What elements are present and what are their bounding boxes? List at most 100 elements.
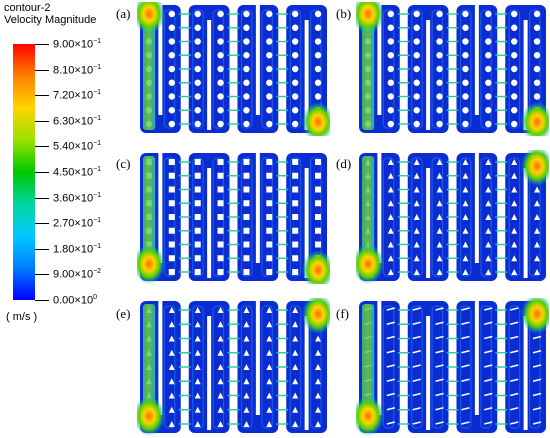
- obstacle-fin: [386, 349, 395, 354]
- obstacle-triangle: [511, 269, 518, 275]
- obstacle-fin: [532, 406, 542, 411]
- obstacle-square: [217, 200, 224, 207]
- obstacle-circle: [217, 24, 224, 31]
- obstacle-fin: [510, 392, 519, 397]
- obstacle-triangle: [462, 269, 469, 275]
- obstacle-triangle: [315, 335, 322, 342]
- obstacle-square: [243, 269, 250, 275]
- obstacle-triangle: [534, 227, 541, 234]
- obstacle-fin: [484, 421, 493, 425]
- obstacle-circle: [436, 107, 443, 114]
- flow-field-panel: [356, 2, 549, 136]
- obstacle-triangle: [462, 255, 469, 262]
- obstacle-triangle: [387, 255, 394, 262]
- obstacle-triangle: [292, 321, 299, 328]
- obstacle-fin: [435, 392, 444, 397]
- velocity-hotspot: [302, 102, 330, 136]
- obstacle-triangle: [462, 172, 469, 179]
- obstacle-circle: [314, 79, 322, 86]
- obstacle-triangle: [413, 255, 420, 262]
- obstacle-triangle: [387, 227, 394, 234]
- obstacle-square: [315, 186, 322, 193]
- obstacle-circle: [533, 52, 541, 59]
- obstacle-fin: [532, 364, 542, 368]
- obstacle-circle: [485, 65, 492, 73]
- obstacle-triangle: [436, 255, 443, 262]
- obstacle-circle: [485, 52, 492, 59]
- obstacle-circle: [436, 24, 443, 31]
- obstacle-circle: [314, 52, 322, 59]
- obstacle-square: [292, 255, 299, 262]
- obstacle-fin: [461, 392, 470, 397]
- obstacle-circle: [485, 93, 492, 100]
- obstacle-circle: [292, 24, 299, 31]
- obstacle-circle: [243, 93, 250, 100]
- obstacle-triangle: [266, 406, 273, 413]
- obstacle-circle: [314, 38, 322, 45]
- obstacle-triangle: [462, 241, 469, 248]
- obstacle-circle: [387, 38, 394, 45]
- obstacle-triangle: [243, 349, 250, 356]
- obstacle-square: [266, 269, 273, 275]
- channel-divider: [377, 153, 382, 263]
- tick-line: [35, 172, 49, 173]
- obstacle-fin: [461, 378, 470, 383]
- flow-field-panel: [356, 150, 549, 284]
- obstacle-triangle: [413, 159, 420, 165]
- tick-line: [35, 95, 49, 96]
- obstacle-triangle: [485, 241, 492, 248]
- obstacle-circle: [413, 65, 420, 73]
- obstacle-triangle: [534, 186, 541, 193]
- obstacle-fin: [435, 421, 444, 425]
- obstacle-triangle: [315, 392, 322, 399]
- obstacle-square: [315, 214, 322, 220]
- velocity-hotspot: [521, 102, 549, 136]
- obstacle-circle: [387, 107, 394, 114]
- obstacle-fin: [532, 335, 542, 340]
- obstacle-circle: [436, 52, 443, 59]
- obstacle-triangle: [168, 392, 175, 399]
- flow-field-panel: [137, 298, 330, 436]
- tick-line: [35, 70, 49, 71]
- channel-divider: [255, 153, 260, 263]
- obstacle-square: [168, 214, 175, 220]
- obstacle-triangle: [292, 335, 299, 342]
- obstacle-square: [315, 200, 322, 207]
- obstacle-circle: [462, 24, 469, 31]
- velocity-hotspot: [302, 250, 330, 284]
- obstacle-fin: [386, 406, 395, 411]
- flow-streak: [411, 157, 423, 277]
- obstacle-circle: [266, 38, 273, 45]
- channel-divider: [158, 5, 163, 115]
- obstacle-fin: [386, 335, 395, 340]
- obstacle-square: [217, 227, 224, 234]
- obstacle-circle: [413, 79, 420, 86]
- obstacle-triangle: [217, 392, 224, 399]
- obstacle-circle: [194, 107, 201, 114]
- obstacle-triangle: [217, 378, 224, 385]
- obstacle-triangle: [315, 421, 322, 427]
- flow-streak: [459, 9, 472, 129]
- obstacle-circle: [413, 24, 420, 31]
- obstacle-circle: [413, 93, 420, 100]
- obstacle-triangle: [194, 307, 201, 313]
- obstacle-circle: [292, 107, 299, 114]
- obstacle-square: [243, 241, 250, 248]
- channel-divider: [426, 20, 431, 130]
- obstacle-square: [217, 214, 224, 220]
- obstacle-triangle: [462, 159, 469, 165]
- obstacle-fin: [412, 392, 421, 397]
- obstacle-circle: [462, 93, 469, 100]
- obstacle-triangle: [485, 255, 492, 262]
- flow-streak: [431, 157, 444, 277]
- obstacle-triangle: [243, 321, 250, 328]
- obstacle-square: [266, 186, 273, 193]
- panel-label: (a): [116, 6, 131, 21]
- obstacle-circle: [436, 38, 443, 45]
- obstacle-circle: [217, 52, 224, 59]
- channel-divider: [474, 5, 479, 115]
- obstacle-fin: [461, 364, 470, 368]
- obstacle-triangle: [485, 172, 492, 179]
- obstacle-circle: [485, 38, 492, 45]
- obstacle-circle: [168, 24, 175, 31]
